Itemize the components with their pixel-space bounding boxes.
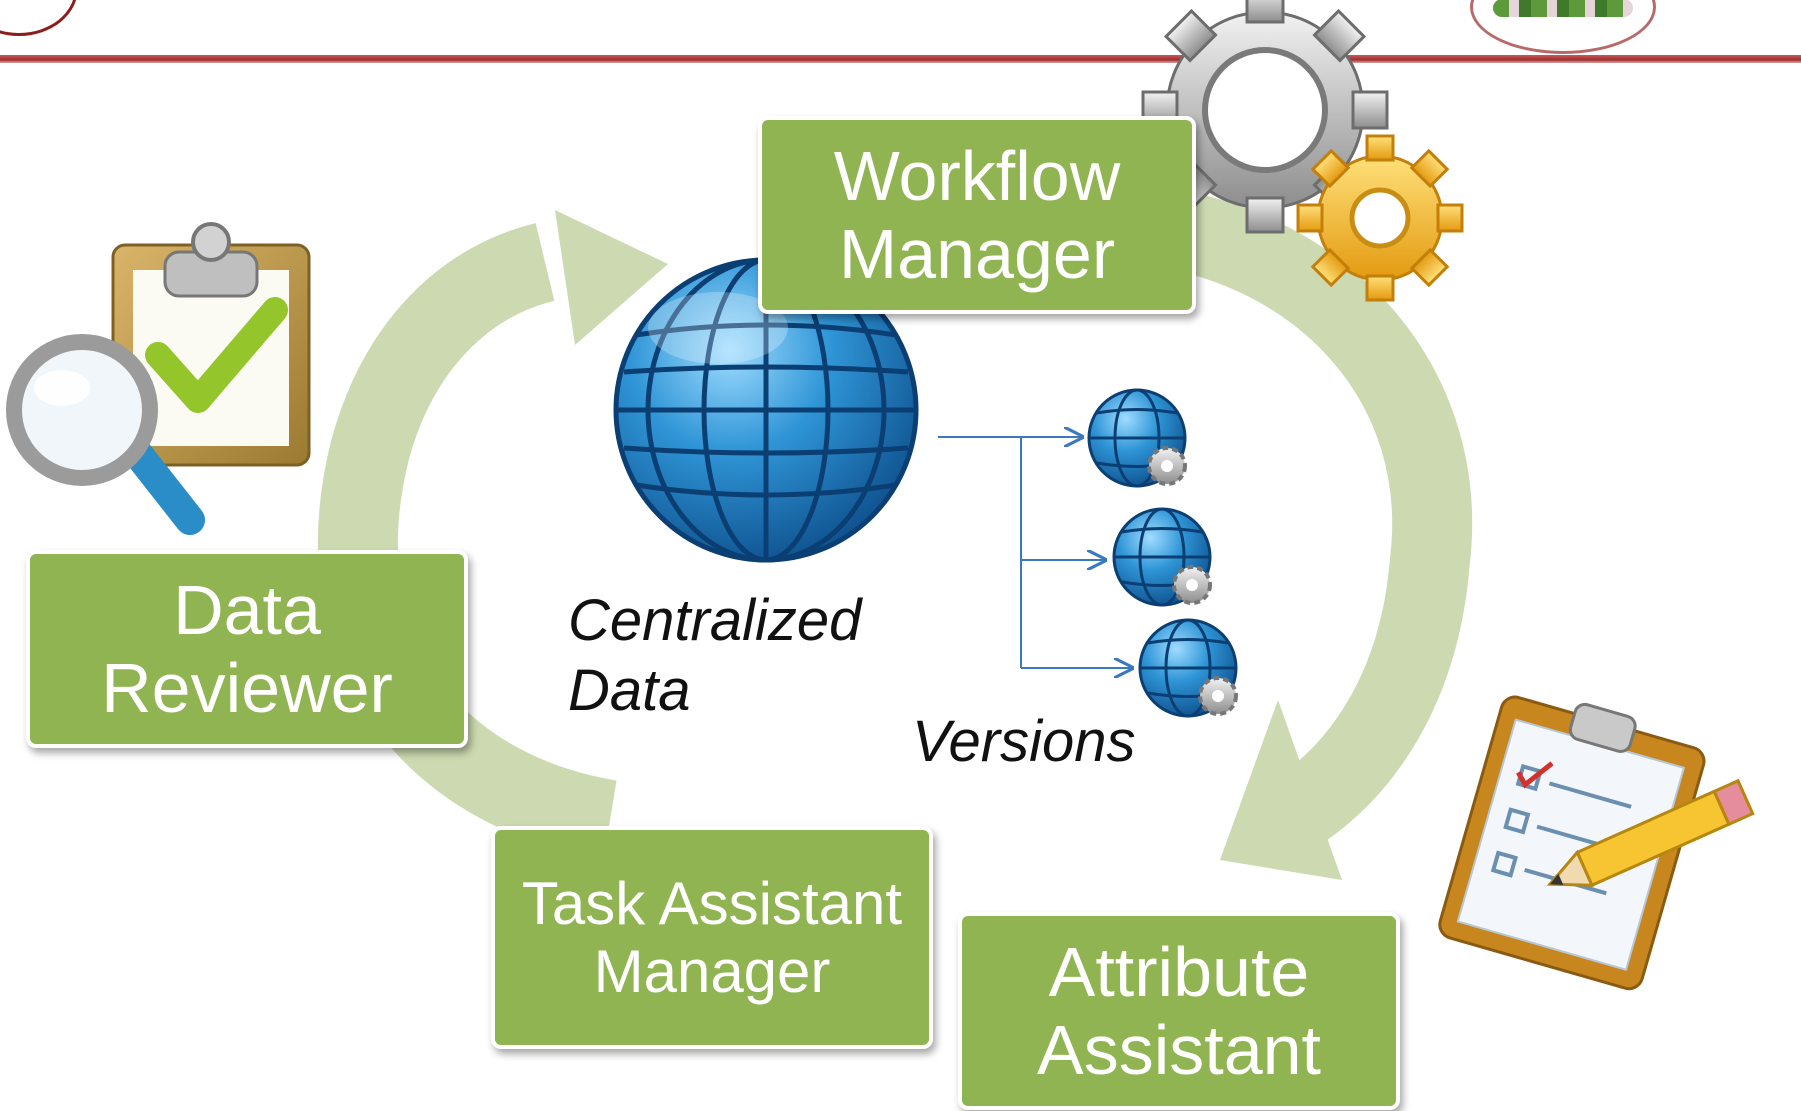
header-rule — [0, 55, 1801, 63]
clipboard-check-icon — [111, 222, 311, 467]
version-globe-2 — [1112, 507, 1212, 607]
clipboard-pencil-icon — [1438, 695, 1755, 991]
workflow-manager-line-1: Workflow — [833, 136, 1121, 215]
cycle-arrow-right — [1143, 185, 1473, 880]
logo-right — [1470, 0, 1656, 54]
magnifier-icon — [6, 334, 205, 535]
versions-label: Versions — [912, 709, 1136, 774]
centralized-data-line-1: Centralized — [568, 588, 862, 653]
data-reviewer-line-1: Data — [173, 570, 321, 649]
version-globe-3 — [1138, 618, 1238, 718]
data-reviewer-line-2: Reviewer — [101, 649, 393, 727]
workflow-manager-line-2: Manager — [838, 215, 1116, 293]
task-assistant-manager-box: Task Assistant Manager — [491, 826, 933, 1049]
gears-icon — [1141, 0, 1464, 302]
data-reviewer-box: Data Reviewer — [26, 550, 468, 748]
task-assistant-manager-line-2: Manager — [593, 937, 831, 1005]
attribute-assistant-line-1: Attribute — [1048, 932, 1310, 1011]
attribute-assistant-box: Attribute Assistant — [958, 912, 1400, 1110]
workflow-manager-box: Workflow Manager — [758, 116, 1196, 314]
version-connectors — [938, 437, 1132, 668]
centralized-data-label: Centralized Data — [568, 586, 861, 725]
cycle-arrow-left — [317, 210, 668, 860]
centralized-data-line-2: Data — [568, 657, 691, 723]
version-globe-1 — [1087, 388, 1187, 488]
globe-icon — [613, 257, 919, 563]
attribute-assistant-line-2: Assistant — [1037, 1011, 1321, 1089]
task-assistant-manager-line-1: Task Assistant — [521, 870, 903, 938]
